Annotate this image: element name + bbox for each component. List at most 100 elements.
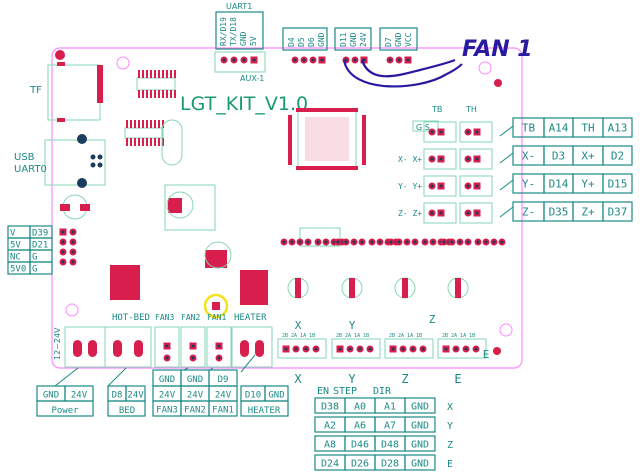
chip-pin <box>150 70 152 78</box>
chip-pin <box>142 138 144 146</box>
chip-pin <box>170 70 172 78</box>
hole <box>314 347 318 351</box>
fan-pin-label: GND <box>159 375 175 385</box>
heater-name-cell <box>240 400 289 417</box>
power-gnd-label: GND <box>43 391 59 401</box>
aux1-pads <box>220 56 258 64</box>
header-pin-label: 24V <box>359 32 368 47</box>
hole <box>352 240 356 244</box>
pad <box>60 204 70 211</box>
pad <box>168 198 182 213</box>
hole <box>421 347 425 351</box>
chip-pin <box>146 138 148 146</box>
chip-pin <box>154 120 156 128</box>
annotation-wire <box>342 59 463 88</box>
chip-pin <box>162 138 164 146</box>
hole <box>61 230 65 234</box>
uart-pin-label: GND <box>239 31 248 46</box>
bed-name-cell <box>107 400 146 417</box>
bed-label: BED <box>119 406 135 416</box>
chip-pin <box>154 70 156 78</box>
header-pin-label: D7 <box>384 37 393 47</box>
terminal-pad <box>88 340 97 357</box>
hole <box>389 240 393 244</box>
fiducial-pad <box>493 347 501 355</box>
heater-label: HEATER <box>234 313 267 323</box>
hole <box>370 240 374 244</box>
hole <box>217 344 221 348</box>
uart-pin-label: RX/D19 <box>219 17 228 46</box>
endstop-label: Z- Z+ <box>398 209 422 218</box>
leader-line <box>54 367 79 387</box>
hole <box>430 184 434 188</box>
hole <box>97 154 103 160</box>
endstop-pin-label-cell <box>602 145 633 166</box>
usb-label-uart0: UART0 <box>14 164 47 175</box>
fan-name-label: FAN1 <box>212 406 234 416</box>
leader-line <box>183 367 189 371</box>
hole <box>252 58 256 62</box>
voltage-label: 12~24V <box>53 327 62 360</box>
endstop-pin-label: TH <box>581 122 594 135</box>
endstop-pin-label: X- <box>522 150 535 163</box>
mounting-hole <box>116 56 130 70</box>
hole <box>222 58 226 62</box>
hole <box>324 240 328 244</box>
chip-pin <box>150 120 152 128</box>
endstop-pin-label: A13 <box>608 122 628 135</box>
endstop-pin-label: Y- <box>522 178 535 191</box>
chip-pin <box>134 138 136 146</box>
hole <box>397 58 401 62</box>
terminal-connector <box>231 326 273 368</box>
leader-line <box>499 206 514 218</box>
hole <box>430 157 434 161</box>
endstop-pin-label-cell <box>602 117 633 138</box>
hole <box>282 240 286 244</box>
mounting-hole <box>499 323 513 337</box>
endstop-pin-label: D15 <box>608 178 628 191</box>
left-table-label: NC <box>10 253 21 263</box>
motor-pin-label: GND <box>411 459 429 470</box>
hole <box>475 130 479 134</box>
hole <box>431 240 435 244</box>
header-pin-label: D11 <box>339 32 348 47</box>
power-24v-label: 24V <box>71 391 88 401</box>
hole <box>439 157 443 161</box>
hole <box>378 240 382 244</box>
chip-pin <box>146 90 148 98</box>
hole <box>90 162 96 168</box>
hole <box>311 58 315 62</box>
chip-pins <box>138 70 176 98</box>
chip-pin <box>150 90 152 98</box>
hole <box>442 240 446 244</box>
chip-pin <box>142 120 144 128</box>
header-pin-label: GND <box>394 32 403 47</box>
chip-pins <box>126 120 164 146</box>
hole <box>439 130 443 134</box>
j5-header <box>59 228 77 266</box>
hole <box>368 347 372 351</box>
fiducial-pad <box>494 79 502 87</box>
hole <box>500 240 504 244</box>
leader-line <box>209 367 214 371</box>
motor-pin-label: A2 <box>324 421 336 432</box>
hole <box>232 58 236 62</box>
stepper-connector <box>437 338 487 359</box>
endstop-connector <box>423 175 457 197</box>
chip-pin <box>130 138 132 146</box>
mcu-pins <box>288 115 292 165</box>
hole <box>97 162 103 168</box>
hole <box>466 240 470 244</box>
endstop-pin-label: D2 <box>611 150 624 163</box>
hole <box>165 344 169 348</box>
motor-pin-label: GND <box>411 402 429 413</box>
hole <box>439 211 443 215</box>
terminal-pad <box>134 340 143 357</box>
hole <box>348 347 352 351</box>
fan-name-label-cell <box>208 400 238 417</box>
fan3-label: FAN3 <box>155 313 174 322</box>
